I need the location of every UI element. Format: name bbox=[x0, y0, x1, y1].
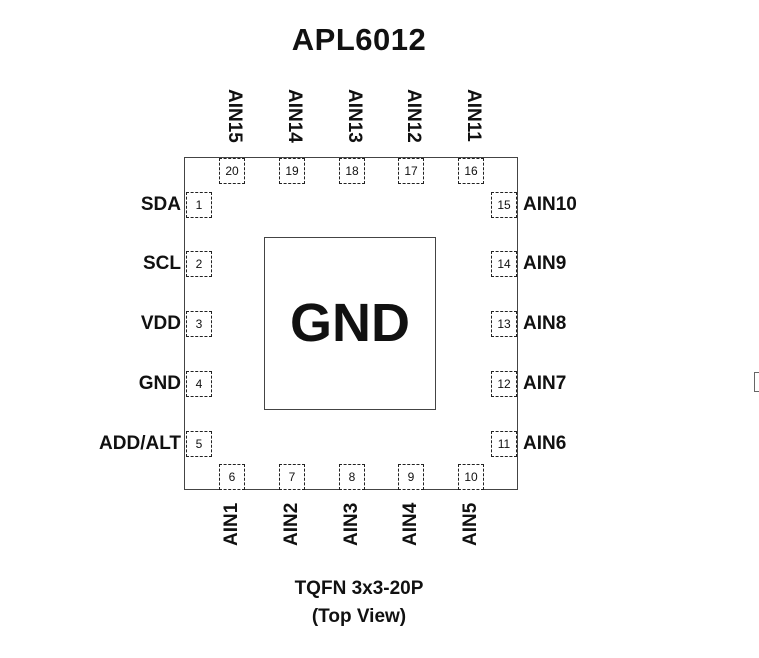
pin-17-label: AIN12 bbox=[403, 89, 424, 143]
pin-16: 16 bbox=[458, 158, 484, 184]
pin-10-label: AIN5 bbox=[460, 502, 481, 546]
pin-3-label: VDD bbox=[140, 313, 181, 334]
pin-7-label: AIN2 bbox=[281, 502, 302, 546]
pin-3: 3 bbox=[186, 311, 212, 337]
exposed-pad: GND bbox=[264, 237, 436, 410]
pin-11-label: AIN6 bbox=[523, 433, 567, 454]
pin-10: 10 bbox=[458, 464, 484, 490]
pin-5: 5 bbox=[186, 431, 212, 457]
pin-8: 8 bbox=[339, 464, 365, 490]
edge-fragment bbox=[754, 372, 759, 392]
pin-20-label: AIN15 bbox=[224, 89, 245, 143]
pin-13-label: AIN8 bbox=[523, 313, 567, 334]
pin-2: 2 bbox=[186, 251, 212, 277]
pin-15: 15 bbox=[491, 192, 517, 218]
pin-8-label: AIN3 bbox=[341, 502, 362, 546]
pin-16-label: AIN11 bbox=[463, 89, 484, 142]
pin-4-label: GND bbox=[138, 373, 181, 394]
pin-12-label: AIN7 bbox=[523, 373, 567, 394]
pin-20: 20 bbox=[219, 158, 245, 184]
pin-1-label: SDA bbox=[140, 194, 181, 215]
exposed-pad-label: GND bbox=[290, 292, 410, 353]
pin-9: 9 bbox=[398, 464, 424, 490]
chip-title: APL6012 bbox=[291, 22, 427, 57]
pin-14-label: AIN9 bbox=[523, 253, 567, 274]
pin-12: 12 bbox=[491, 371, 517, 397]
pin-18: 18 bbox=[339, 158, 365, 184]
pin-13: 13 bbox=[491, 311, 517, 337]
pin-19-label: AIN14 bbox=[284, 89, 305, 143]
pin-14: 14 bbox=[491, 251, 517, 277]
pin-2-label: SCL bbox=[143, 253, 181, 274]
pin-9-label: AIN4 bbox=[400, 502, 421, 546]
pin-6-label: AIN1 bbox=[221, 502, 242, 546]
pin-17: 17 bbox=[398, 158, 424, 184]
pin-7: 7 bbox=[279, 464, 305, 490]
pin-15-label: AIN10 bbox=[523, 194, 577, 215]
view-note: (Top View) bbox=[311, 606, 407, 627]
pin-6: 6 bbox=[219, 464, 245, 490]
pin-4: 4 bbox=[186, 371, 212, 397]
pin-18-label: AIN13 bbox=[344, 89, 365, 143]
package-name: TQFN 3x3-20P bbox=[294, 578, 424, 599]
pin-5-label: ADD/ALT bbox=[99, 433, 181, 454]
pin-1: 1 bbox=[186, 192, 212, 218]
pin-11: 11 bbox=[491, 431, 517, 457]
pin-19: 19 bbox=[279, 158, 305, 184]
